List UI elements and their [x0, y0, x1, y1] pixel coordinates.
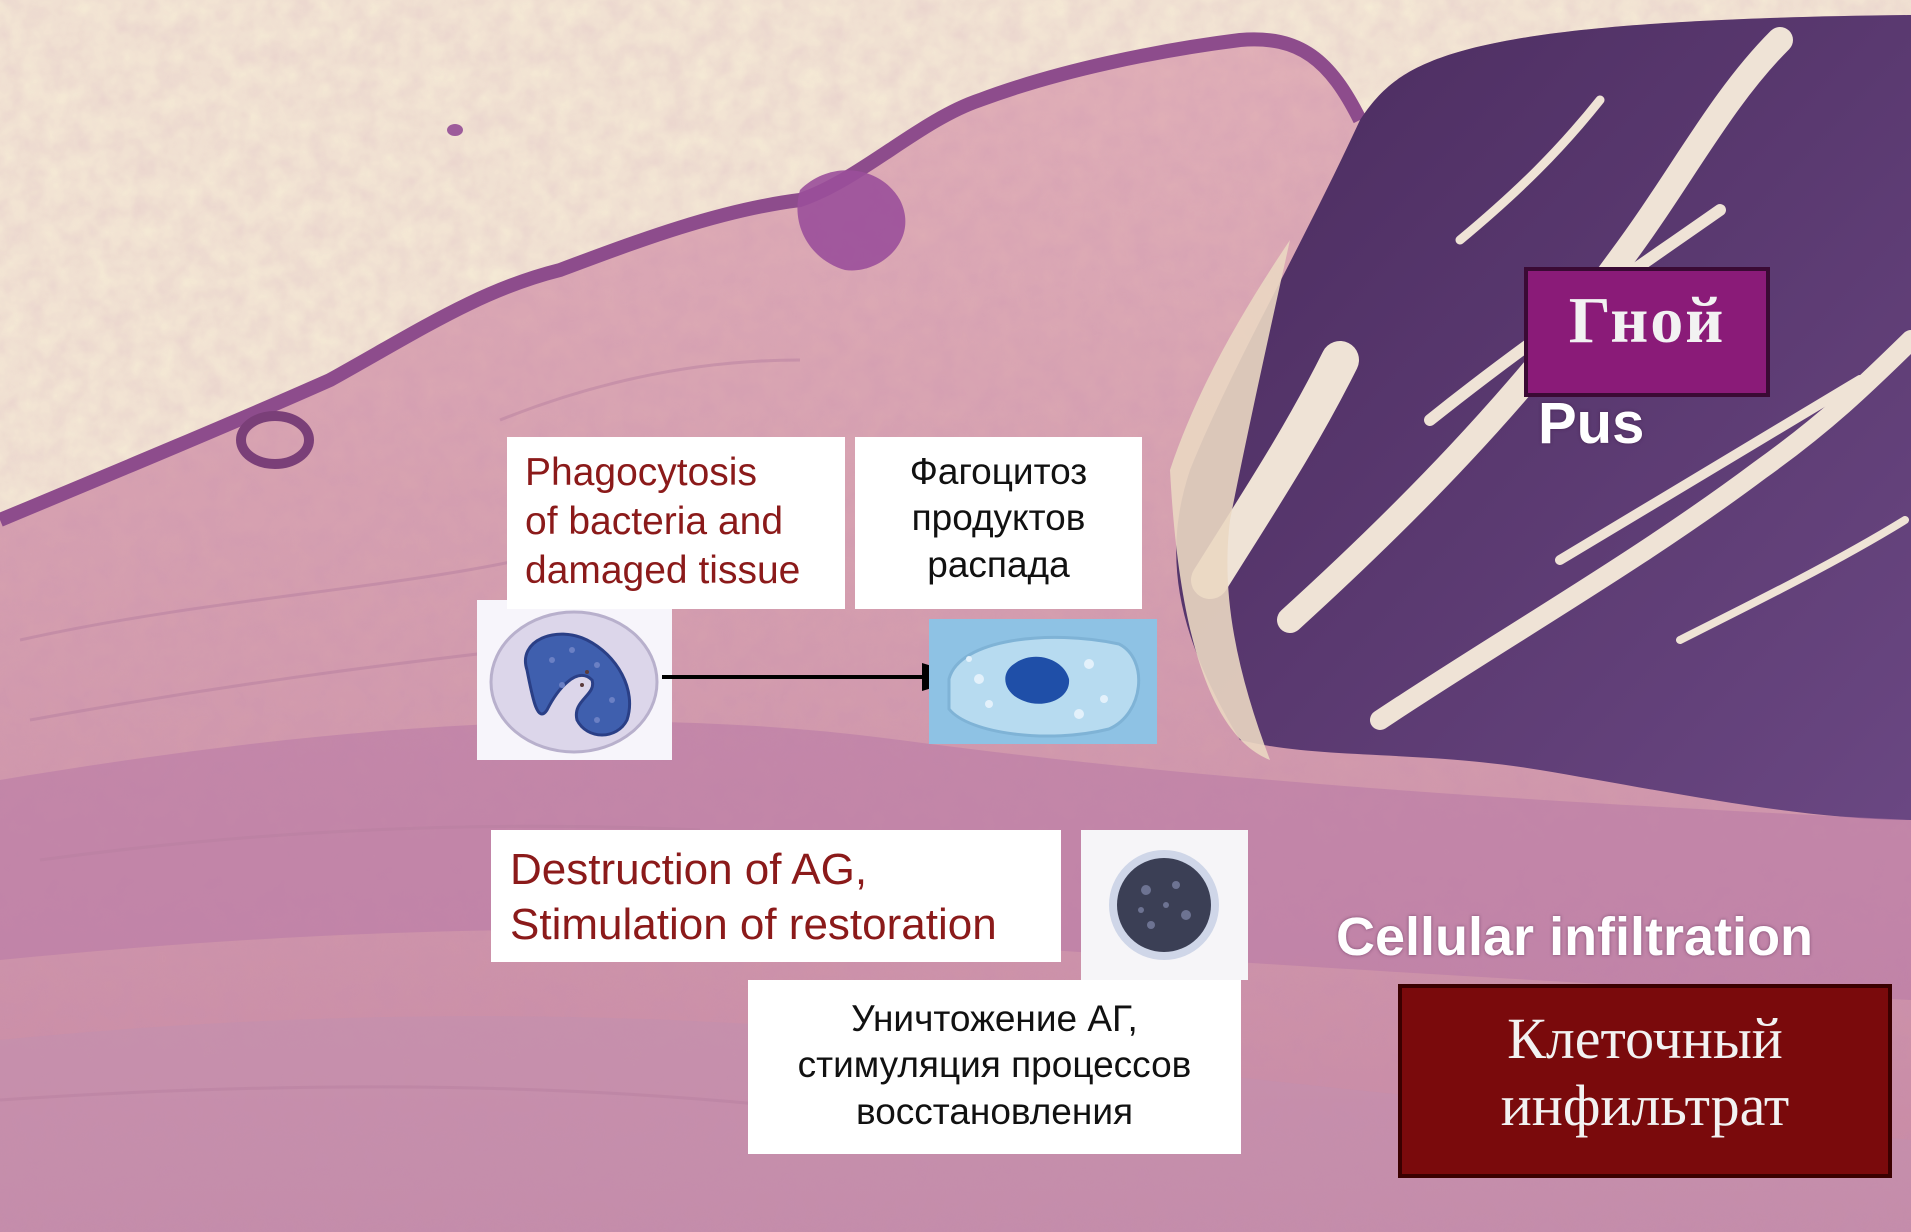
macrophage-image	[929, 619, 1157, 744]
destruction-ru-line: стимуляция процессов	[748, 1042, 1241, 1088]
infiltration-ru-line: инфильтрат	[1402, 1073, 1888, 1140]
destruction-ru-line: восстановления	[748, 1089, 1241, 1135]
phagocytosis-en-line: damaged tissue	[525, 547, 845, 596]
infiltration-ru-plate: Клеточный инфильтрат	[1398, 984, 1892, 1178]
infiltration-ru-line: Клеточный	[1402, 1006, 1888, 1073]
phagocytosis-en-line: Phagocytosis	[525, 449, 845, 498]
neutrophil-image	[477, 600, 672, 760]
phagocytosis-ru-line: Фагоцитоз	[855, 449, 1142, 495]
phagocytosis-ru-line: продуктов	[855, 495, 1142, 541]
arrow-icon	[660, 660, 970, 694]
destruction-en-line: Destruction of AG,	[510, 842, 1061, 897]
destruction-ru-box: Уничтожение АГ, стимуляция процессов вос…	[748, 980, 1241, 1154]
infiltration-en-label: Cellular infiltration	[1336, 906, 1813, 968]
phagocytosis-en-line: of bacteria and	[525, 498, 845, 547]
lymphocyte-image	[1081, 830, 1248, 980]
phagocytosis-ru-box: Фагоцитоз продуктов распада	[855, 437, 1142, 609]
phagocytosis-ru-line: распада	[855, 542, 1142, 588]
pus-en-label: Pus	[1538, 390, 1644, 457]
destruction-ru-line: Уничтожение АГ,	[748, 996, 1241, 1042]
destruction-en-box: Destruction of AG, Stimulation of restor…	[491, 830, 1061, 962]
pus-ru-plate: Гной	[1524, 267, 1770, 397]
destruction-en-line: Stimulation of restoration	[510, 897, 1061, 952]
phagocytosis-en-box: Phagocytosis of bacteria and damaged tis…	[507, 437, 845, 609]
